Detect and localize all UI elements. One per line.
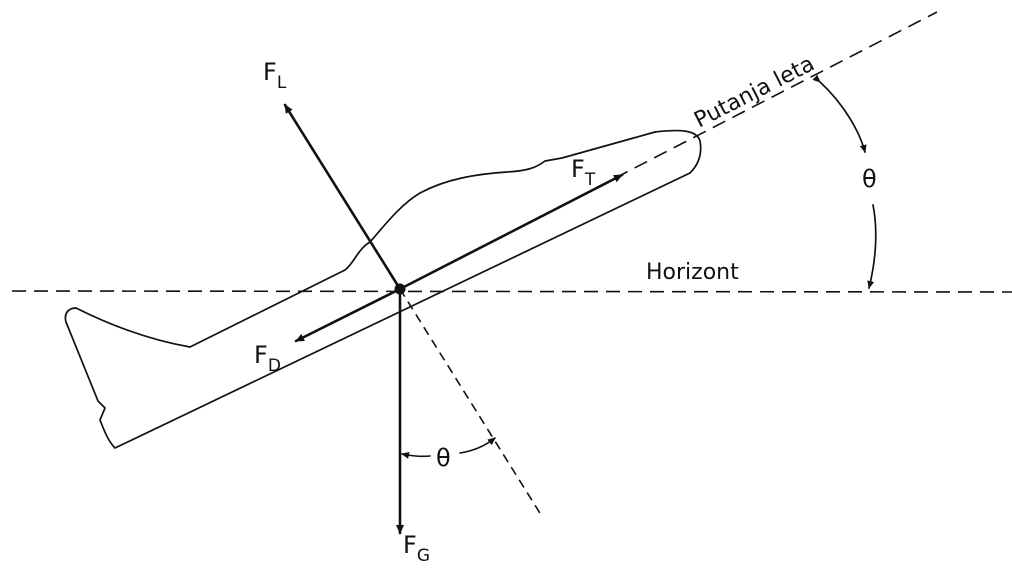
angle-label-bottom: θ: [436, 444, 451, 472]
thrust-label: FT: [571, 155, 596, 190]
lift-label: FL: [263, 58, 287, 93]
horizon-line: [11, 290, 1012, 293]
angle-arc-bottom-left: [401, 451, 431, 459]
horizon-label: Horizont: [646, 260, 739, 285]
thrust-vector: [398, 173, 624, 291]
drag-label: FD: [254, 341, 281, 376]
lift-vector: [283, 103, 402, 291]
angle-arc-bottom-right: [459, 437, 496, 454]
drag-vector: [294, 287, 402, 343]
flight-path-label: Putanja leta: [690, 51, 818, 133]
airplane-outline: [64, 129, 702, 449]
normal-axis-line: [399, 288, 544, 519]
angle-arc-top-lower: [867, 204, 877, 289]
angle-label-top: θ: [862, 165, 877, 193]
angle-arc-top: [812, 74, 867, 153]
center-of-gravity-dot: [394, 283, 406, 295]
weight-label: FG: [403, 531, 430, 566]
